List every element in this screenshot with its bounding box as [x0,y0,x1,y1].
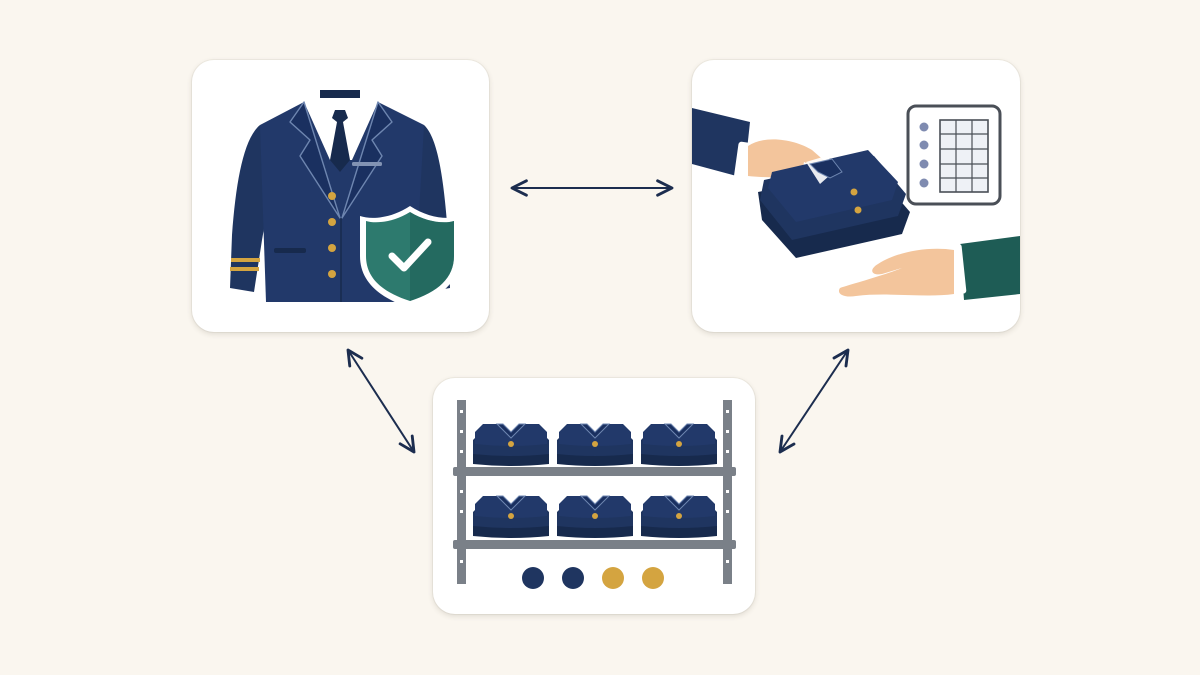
folded-uniform-stack-5 [556,495,634,539]
folded-uniform-stack-3 [640,423,718,467]
uniform-protection-card [192,60,489,332]
uniform-handover-card [692,60,1020,332]
edge-protection-storage [346,348,416,454]
inventory-list-icon [906,104,1002,206]
status-dot [522,567,544,589]
status-dot [602,567,624,589]
status-dot [562,567,584,589]
status-dots [522,567,664,589]
folded-uniform-stack-4 [472,495,550,539]
storage-shelf-icon [453,400,736,584]
shield-check-icon [360,206,460,308]
uniform-storage-card [433,378,755,614]
edge-handover-storage [778,348,850,454]
handing-hand-icon [692,108,830,183]
status-dot-highlight [642,567,664,589]
folded-uniform-stack-1 [472,423,550,467]
folded-uniform-stack-6 [640,495,718,539]
folded-uniform-stack-2 [556,423,634,467]
folded-uniform-icon [758,150,910,258]
receiving-hand-icon [838,236,1020,300]
